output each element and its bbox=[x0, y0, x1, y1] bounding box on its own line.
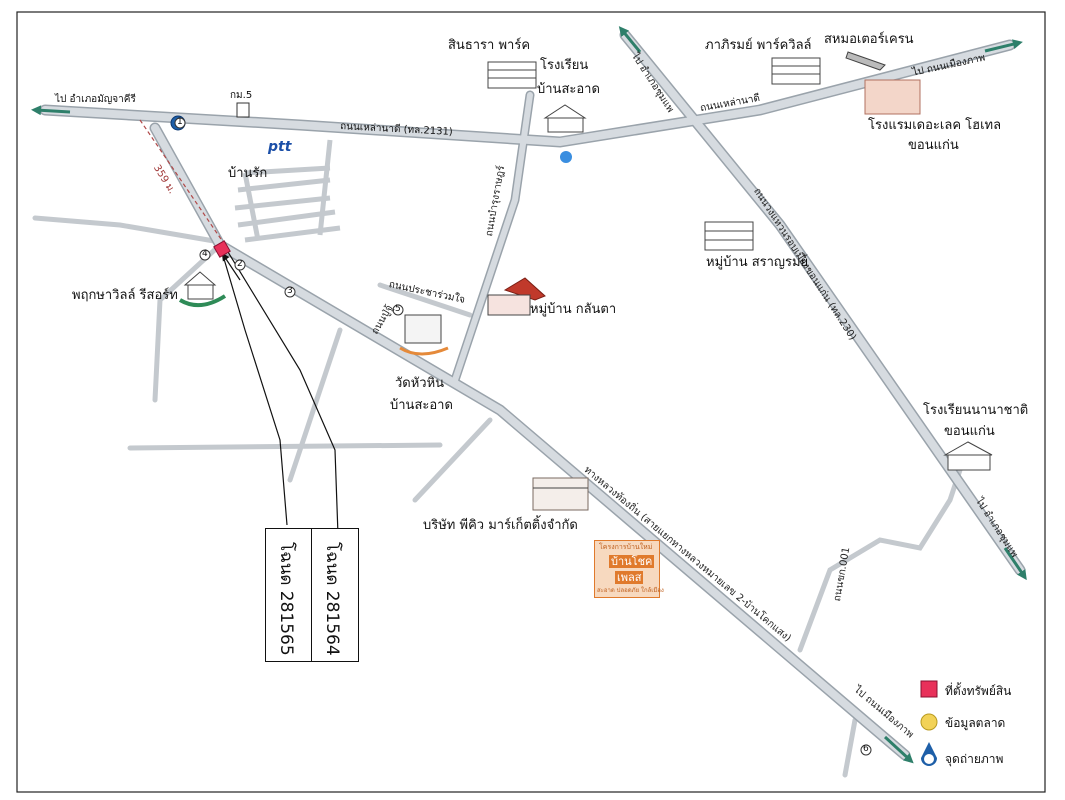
label-school-2: บ้านสะอาด bbox=[537, 82, 600, 97]
ban-rak-grid bbox=[234, 139, 341, 243]
legend-market-label: ข้อมูลตลาด bbox=[945, 716, 1006, 730]
label-to-manchakhiri: ไป อำเภอมัญจาคีรี bbox=[55, 94, 136, 105]
project-sign-line3: เพลส bbox=[615, 571, 644, 585]
deed-label-1: โฉนด 281565 bbox=[276, 542, 296, 656]
minor-roads bbox=[32, 215, 963, 778]
deed-leader-1 bbox=[221, 251, 288, 526]
saranrom-building-icon bbox=[704, 221, 754, 251]
label-intl-school-2: ขอนแก่น bbox=[944, 424, 995, 439]
pruksa-building-icon bbox=[178, 271, 227, 308]
property-marker bbox=[213, 240, 231, 258]
label-hotel-1: โรงแรมเดอะเลค โฮเทล bbox=[868, 118, 1002, 133]
label-wat-1: วัดหัวหิน bbox=[395, 376, 445, 391]
marker-6: 6 bbox=[863, 744, 869, 754]
label-hotel-2: ขอนแก่น bbox=[908, 138, 959, 153]
legend-symbols bbox=[920, 680, 938, 766]
ptt-logo: ptt bbox=[268, 139, 292, 155]
label-sinthara-park: สินธารา พาร์ค bbox=[448, 38, 531, 53]
project-sign-line1: โครงการบ้านใหม่ bbox=[599, 543, 653, 551]
legend-property-icon bbox=[920, 680, 938, 698]
project-sign-line2: บ้านโชค bbox=[609, 555, 655, 569]
pq-building-icon bbox=[532, 477, 589, 511]
sinthara-building-icon bbox=[487, 61, 537, 89]
legend-property-label: ที่ตั้งทรัพย์สิน bbox=[945, 684, 1012, 698]
building-icons bbox=[178, 51, 993, 511]
arrow-east-icon bbox=[984, 39, 1023, 53]
deed-box-1 bbox=[265, 528, 313, 662]
numbered-markers bbox=[174, 117, 872, 756]
label-km5: กม.5 bbox=[230, 90, 253, 101]
label-wat-2: บ้านสะอาด bbox=[390, 398, 453, 413]
project-sign-line4: สะอาด ปลอดภัย ใกล้เมือง bbox=[597, 587, 664, 594]
deed-label-2: โฉนด 281564 bbox=[322, 542, 342, 656]
photo-point-blue-icon bbox=[560, 151, 572, 163]
label-pruksa-resort: พฤกษาวิลล์ รีสอร์ท bbox=[72, 288, 178, 303]
label-village-saranrom: หมู่บ้าน สราญรมย์ bbox=[706, 255, 809, 270]
marker-5: 5 bbox=[395, 304, 401, 314]
deed-box-2 bbox=[311, 528, 359, 662]
marker-2: 2 bbox=[237, 259, 243, 269]
label-sahamotor: สหมอเตอร์เครน bbox=[824, 32, 914, 47]
marker-1: 1 bbox=[177, 117, 183, 127]
school-building-icon bbox=[543, 104, 587, 133]
label-village-klanta: หมู่บ้าน กลันตา bbox=[530, 302, 617, 317]
direction-arrows bbox=[31, 26, 1027, 764]
intl-school-building-icon bbox=[943, 441, 993, 471]
km5-icon bbox=[236, 102, 250, 118]
leader-arrow-icon bbox=[221, 252, 241, 281]
deed-leader-2 bbox=[227, 251, 339, 536]
klanta-building-icon bbox=[487, 277, 546, 316]
arrow-southeast-icon bbox=[1003, 547, 1027, 581]
arrow-west-icon bbox=[31, 105, 71, 116]
marker-4: 4 bbox=[202, 249, 208, 259]
sahamotor-icon bbox=[845, 51, 886, 71]
major-roads bbox=[41, 31, 1024, 759]
legend-photo-label: จุดถ่ายภาพ bbox=[945, 752, 1004, 766]
label-phakhin-park: ภาภิรมย์ พาร์ควิลล์ bbox=[705, 38, 812, 53]
phakhin-building-icon bbox=[771, 57, 821, 85]
arrow-north-icon bbox=[618, 26, 642, 53]
hotel-building-icon bbox=[864, 79, 921, 115]
label-intl-school-1: โรงเรียนนานาชาติ bbox=[923, 403, 1029, 418]
label-school-1: โรงเรียน bbox=[540, 58, 589, 73]
arrow-south-icon bbox=[883, 735, 914, 764]
label-pq-company: บริษัท พีคิว มาร์เก็ตติ้งจำกัด bbox=[423, 518, 578, 533]
marker-3: 3 bbox=[287, 286, 293, 296]
legend-market-icon bbox=[920, 713, 938, 731]
wat-building-icon bbox=[399, 314, 449, 356]
project-sign: โครงการบ้านใหม่ บ้านโชค เพลส สะอาด ปลอดภ… bbox=[594, 540, 664, 598]
label-ban-rak: บ้านรัก bbox=[228, 166, 268, 181]
